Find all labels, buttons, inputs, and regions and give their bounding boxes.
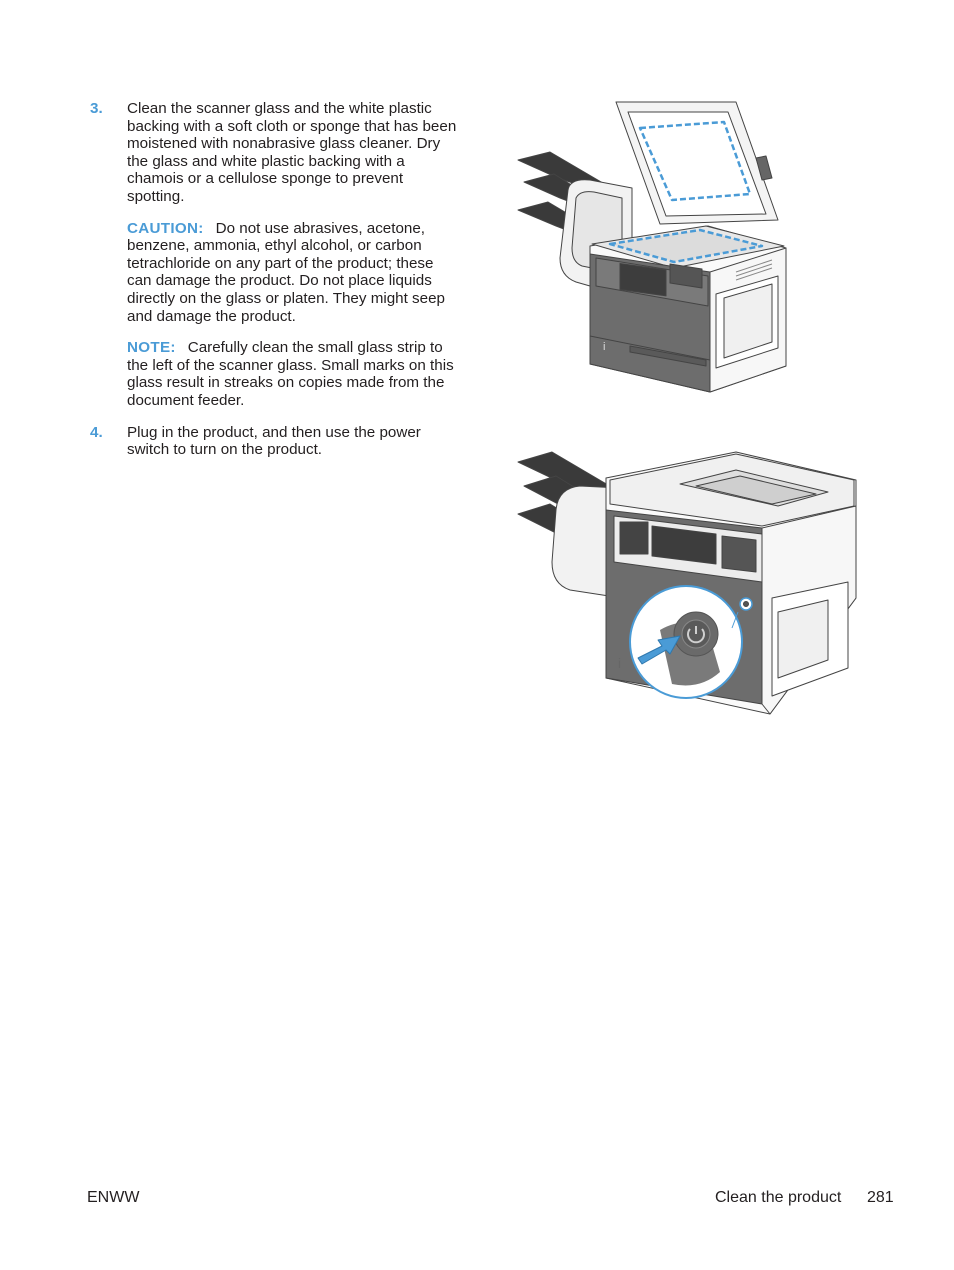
step-number: 3. — [90, 100, 103, 117]
footer-left: ENWW — [87, 1189, 140, 1206]
printer-scanner-glass-illustration: i — [517, 101, 787, 393]
caution-label: CAUTION: — [127, 219, 204, 237]
caution-block: CAUTION:Do not use abrasives, acetone, b… — [127, 220, 460, 326]
step-4: 4. Plug in the product, and then use the… — [90, 424, 460, 459]
step-number: 4. — [90, 423, 103, 441]
caution-text: Do not use abrasives, acetone, benzene, … — [127, 219, 445, 325]
page-number: 281 — [867, 1189, 894, 1206]
note-block: NOTE:Carefully clean the small glass str… — [127, 339, 460, 409]
step-text: Clean the scanner glass and the white pl… — [127, 100, 457, 205]
note-text: Carefully clean the small glass strip to… — [127, 339, 454, 409]
note-label: NOTE: — [127, 339, 176, 357]
printer-power-button-illustration: i — [517, 451, 857, 715]
svg-text:i: i — [618, 655, 621, 671]
footer-section-title: Clean the product — [715, 1189, 842, 1206]
step-3: 3. Clean the scanner glass and the white… — [90, 100, 460, 410]
instructions: 3. Clean the scanner glass and the white… — [90, 100, 460, 473]
svg-text:i: i — [603, 341, 605, 353]
step-text: Plug in the product, and then use the po… — [127, 423, 421, 459]
